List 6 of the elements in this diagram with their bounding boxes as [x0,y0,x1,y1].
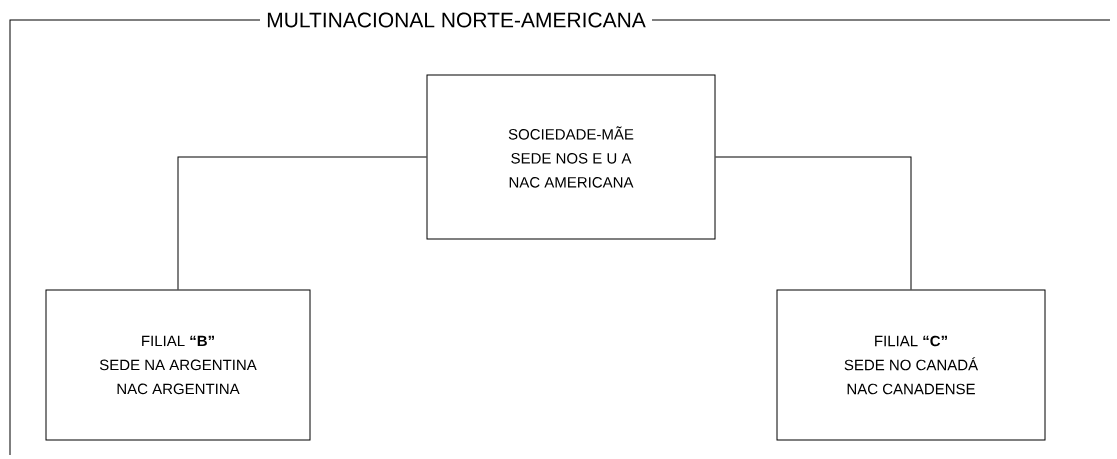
connector-line [177,156,427,290]
connector-line [715,156,912,290]
org-box: FILIAL “C” SEDE NO CANADÁ NAC CANADENSE [776,289,1046,441]
org-box: FILIAL “B” SEDE NA ARGENTINA NAC ARGENTINA [45,289,311,441]
frame-title: MULTINACIONAL NORTE-AMERICANA [267,12,646,28]
org-box: SOCIEDADE-MÃE SEDE NOS E U A NAC AMERICANA [426,74,716,240]
